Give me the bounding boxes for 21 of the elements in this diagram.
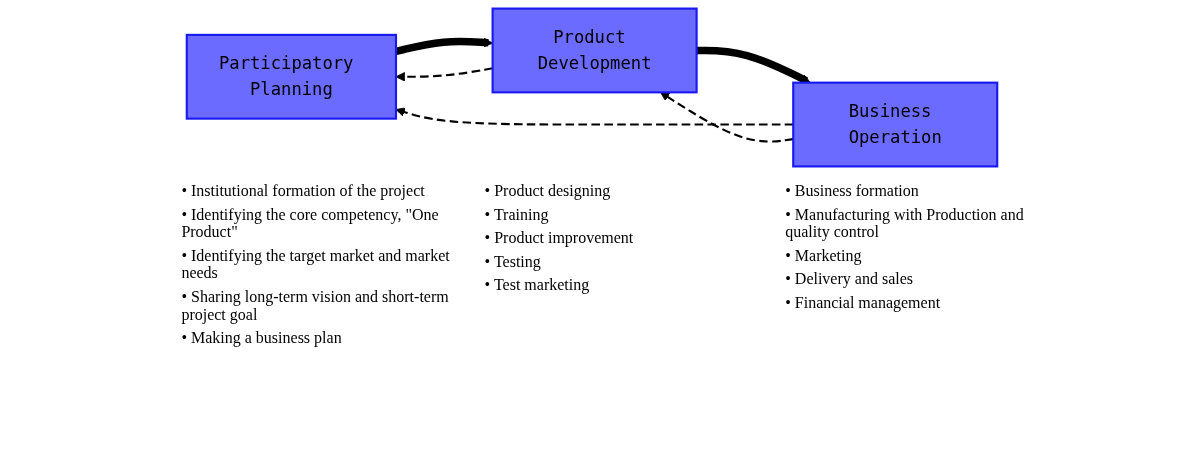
bullet-item: • Institutional formation of the project: [181, 182, 426, 200]
bullet-item: • Identifying the target market and market needs: [181, 246, 451, 282]
bullet-item: • Product improvement: [484, 229, 635, 247]
bullet-item: • Product designing: [484, 182, 612, 200]
process-box: Business Operation: [792, 81, 999, 168]
process-box: Participatory Planning: [185, 33, 398, 120]
bullet-item: • Making a business plan: [181, 329, 343, 347]
bullet-item: • Marketing: [785, 246, 863, 265]
process-box: Product Development: [491, 7, 698, 94]
bullet-item: • Test marketing: [484, 276, 591, 294]
bullet-item: • Identifying the core competency, "One Product": [181, 205, 440, 241]
arrow: [395, 107, 794, 126]
bullet-item: • Delivery and sales: [785, 270, 914, 288]
bullet-item: • Training: [484, 205, 550, 224]
bullet-item: • Business formation: [785, 182, 920, 200]
bullet-item: • Sharing long-term vision and short-term project goal: [181, 287, 450, 324]
bullet-item: • Financial management: [785, 293, 942, 312]
bullet-item: • Manufacturing with Production and quality control: [785, 205, 1025, 241]
arrow: [696, 46, 811, 85]
bullet-item: • Testing: [484, 252, 542, 271]
arrow: [395, 67, 493, 82]
